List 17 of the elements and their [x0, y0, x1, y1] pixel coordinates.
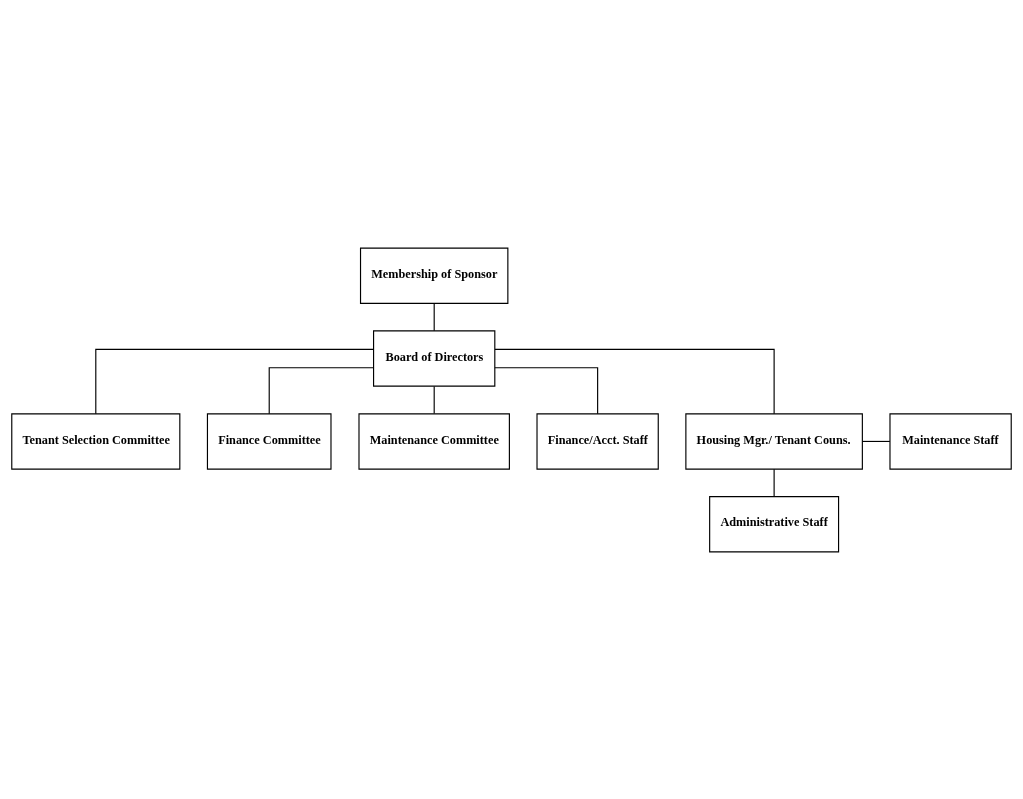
- node-box: Housing Mgr./ Tenant Couns.: [685, 412, 863, 470]
- connector: [494, 366, 599, 414]
- node-box: Maintenance Staff: [889, 412, 1012, 470]
- node-box: Administrative Staff: [709, 495, 840, 552]
- node-box: Board of Directors: [373, 329, 496, 387]
- connector: [494, 348, 775, 414]
- connector: [433, 302, 435, 331]
- node-box: Finance/Acct. Staff: [536, 412, 659, 470]
- connector: [433, 385, 435, 414]
- connector: [95, 348, 375, 414]
- connector: [861, 440, 891, 442]
- node-box: Tenant Selection Committee: [11, 412, 181, 470]
- node-box: Maintenance Committee: [358, 412, 510, 470]
- node-box: Finance Committee: [206, 412, 332, 470]
- connector: [268, 366, 375, 414]
- node-box: Membership of Sponsor: [359, 247, 509, 304]
- connector: [773, 468, 775, 497]
